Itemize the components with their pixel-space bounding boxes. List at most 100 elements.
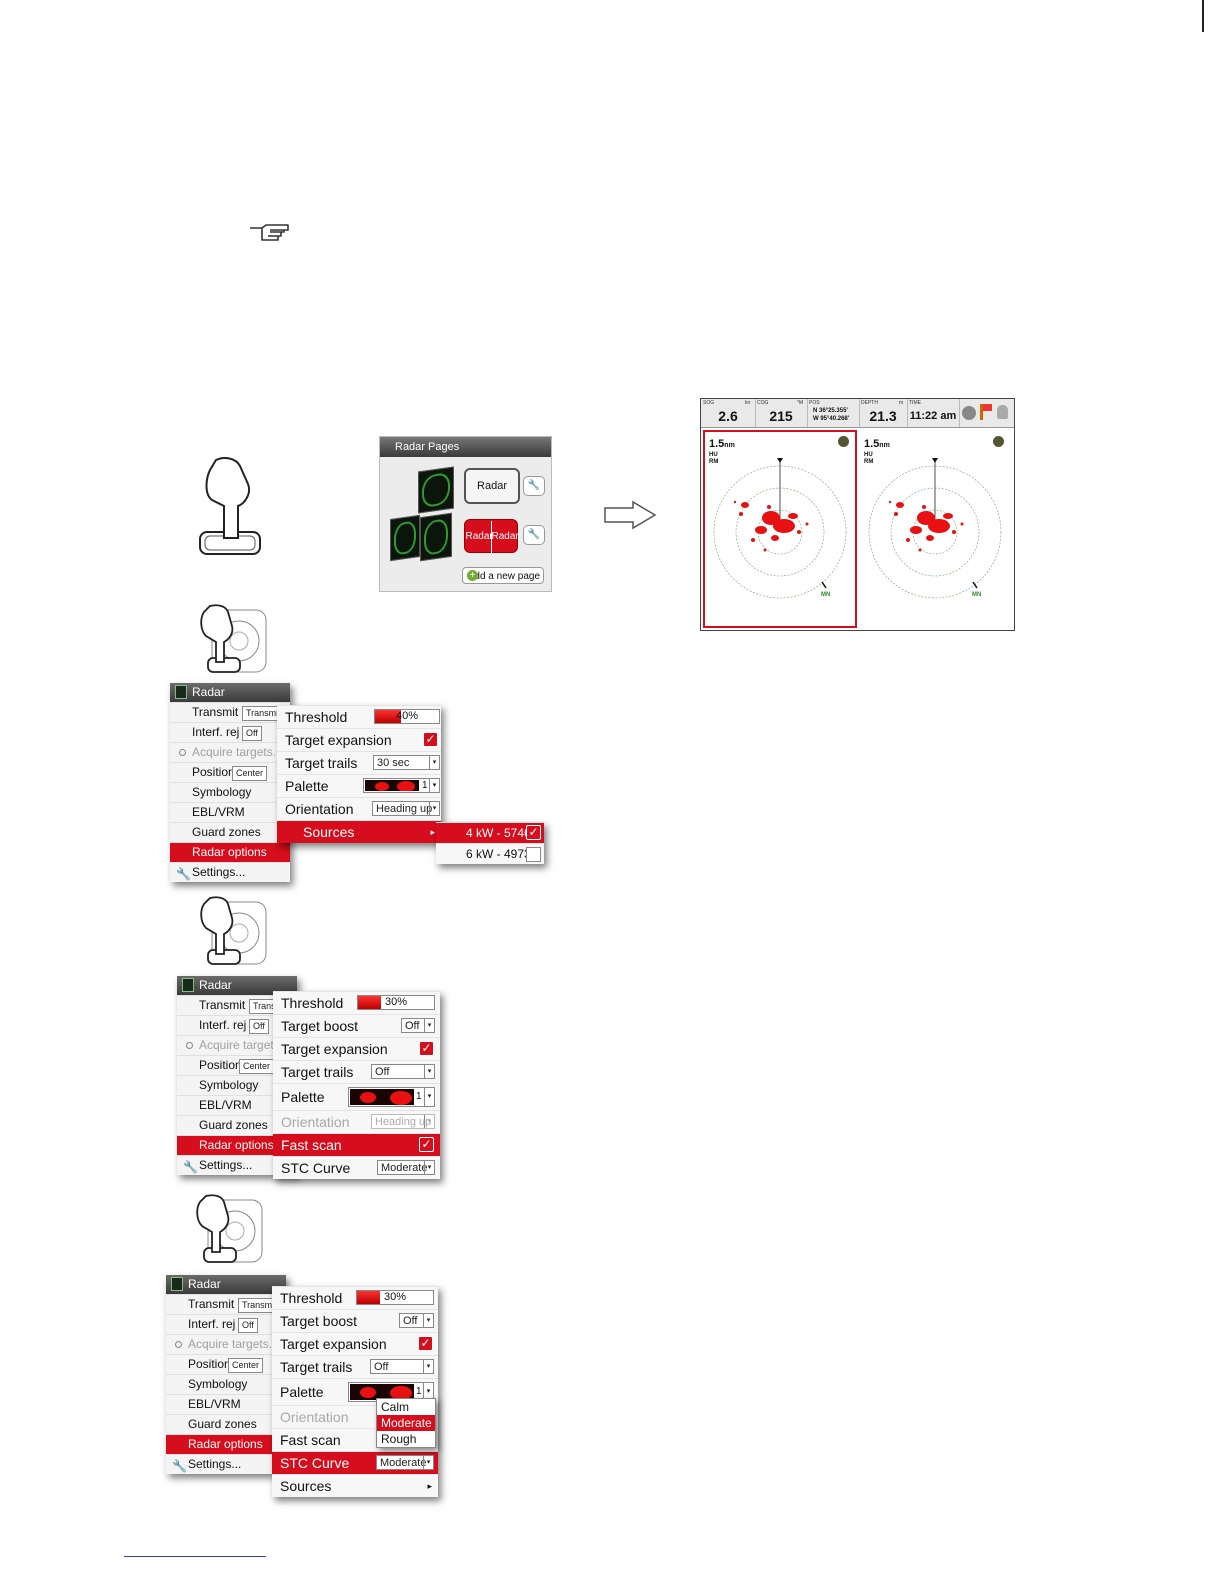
checkbox-checked-icon[interactable]: ✓	[419, 1041, 434, 1056]
menu-item-guard-zones[interactable]: Guard zones	[166, 1414, 286, 1434]
target-trails-select[interactable]: 30 sec▾	[373, 755, 440, 770]
threshold-slider[interactable]: 30%	[356, 1290, 434, 1305]
position-value[interactable]: Center	[228, 1358, 264, 1373]
status-gear-icon[interactable]	[962, 406, 976, 420]
edit-page-wrench-icon[interactable]: 🔧	[523, 476, 545, 496]
stc-option-rough[interactable]: Rough	[381, 1432, 417, 1446]
checkbox-checked-icon[interactable]: ✓	[418, 1336, 433, 1351]
menu-item-settings[interactable]: 🔧Settings...	[170, 862, 290, 882]
source-item-4kw[interactable]: 4 kW - 5746✓	[436, 822, 544, 843]
interf-rej-value[interactable]: Off	[238, 1318, 258, 1333]
menu-item-guard-zones[interactable]: Guard zones	[177, 1115, 297, 1135]
footer-link-underline[interactable]	[124, 1556, 266, 1557]
radar-pages-dialog: Radar Pages Radar 🔧 RadarRadar 🔧 +Add a …	[379, 436, 552, 592]
add-new-page-button[interactable]: +Add a new page	[462, 567, 544, 584]
palette-select[interactable]: 1▾	[348, 1382, 434, 1402]
keypad-press-hand-icon	[200, 604, 267, 673]
checkbox-checked-icon[interactable]: ✓	[419, 1137, 434, 1152]
item-label: Sources	[280, 1478, 332, 1494]
source-item-6kw[interactable]: 6 kW - 4973	[436, 843, 544, 864]
chevron-down-icon: ▾	[424, 1161, 434, 1174]
menu-item-radar-options[interactable]: Radar options	[166, 1434, 286, 1454]
right-radar-panel[interactable]: 1.5nm HU RM MN	[858, 430, 1012, 628]
stc-option-calm[interactable]: Calm	[381, 1400, 410, 1414]
menu-item-radar-options[interactable]: Radar options	[177, 1135, 297, 1155]
fast-scan-row[interactable]: Fast scan✓	[273, 1133, 440, 1156]
menu-item-settings[interactable]: 🔧Settings...	[177, 1155, 297, 1175]
left-radar-panel[interactable]: 1.5nm HU RM MN	[703, 430, 857, 628]
fast-scan-row[interactable]: Fast scan	[272, 1428, 438, 1451]
alarm-flag-icon[interactable]	[980, 404, 992, 420]
edit-split-page-wrench-icon[interactable]: 🔧	[523, 525, 545, 545]
target-trails-select[interactable]: Off▾	[371, 1064, 435, 1079]
stc-curve-select[interactable]: Moderate▾	[377, 1160, 435, 1175]
target-expansion-row[interactable]: Target expansion✓	[272, 1332, 438, 1355]
item-label: Acquire targets...	[199, 1038, 290, 1052]
checkbox-checked-icon[interactable]: ✓	[526, 825, 541, 840]
menu-item-symbology[interactable]: Symbology	[177, 1075, 297, 1095]
target-expansion-row[interactable]: Target expansion✓	[273, 1037, 440, 1060]
threshold-slider[interactable]: 30%	[357, 995, 435, 1010]
target-expansion-row[interactable]: Target expansion✓	[277, 728, 441, 751]
palette-select[interactable]: 1▾	[363, 778, 440, 793]
sources-row[interactable]: Sources▸	[272, 1474, 438, 1497]
orientation-row: Orientation	[272, 1405, 438, 1428]
menu-item-ebl-vrm[interactable]: EBL/VRM	[170, 802, 290, 822]
threshold-slider[interactable]: 40%	[374, 709, 440, 724]
stc-curve-select[interactable]: Moderate▾	[376, 1455, 434, 1470]
right-mode-icon[interactable]	[993, 436, 1004, 447]
menu-item-symbology[interactable]: Symbology	[170, 782, 290, 802]
item-label: Symbology	[199, 1078, 259, 1092]
position-value[interactable]: Center	[232, 766, 268, 781]
split-radar-page-button[interactable]: RadarRadar	[464, 519, 519, 553]
left-mode-icon[interactable]	[838, 436, 849, 447]
stc-option-moderate[interactable]: Moderate	[377, 1415, 435, 1431]
interf-rej-value[interactable]: Off	[242, 726, 262, 741]
sources-row[interactable]: Sources▸	[277, 820, 441, 843]
checkbox-checked-icon[interactable]: ✓	[423, 732, 438, 747]
orientation-select[interactable]: Heading up▾	[372, 801, 440, 816]
interf-rej-value[interactable]: Off	[249, 1019, 269, 1034]
single-radar-page-button[interactable]: Radar	[464, 468, 520, 504]
bell-icon[interactable]	[997, 405, 1008, 419]
menu-item-symbology[interactable]: Symbology	[166, 1374, 286, 1394]
single-radar-thumbnail	[418, 466, 454, 514]
palette-swatch	[365, 780, 419, 791]
target-boost-select[interactable]: Off▾	[399, 1313, 434, 1328]
target-boost-select[interactable]: Off▾	[401, 1018, 435, 1033]
checkbox-empty-icon[interactable]	[526, 847, 541, 862]
select-value: 30 sec	[377, 757, 410, 769]
menu-item-guard-zones[interactable]: Guard zones	[170, 822, 290, 842]
position-value[interactable]: Center	[239, 1059, 275, 1074]
menu-item-ebl-vrm[interactable]: EBL/VRM	[177, 1095, 297, 1115]
target-trails-select[interactable]: Off▾	[370, 1359, 434, 1374]
dialog-title: Radar Pages	[380, 437, 551, 457]
menu-item-radar-options[interactable]: Radar options	[170, 842, 290, 862]
menu-item-settings[interactable]: 🔧Settings...	[166, 1454, 286, 1474]
menu-item-ebl-vrm[interactable]: EBL/VRM	[166, 1394, 286, 1414]
palette-select[interactable]: 1▾	[348, 1087, 435, 1107]
